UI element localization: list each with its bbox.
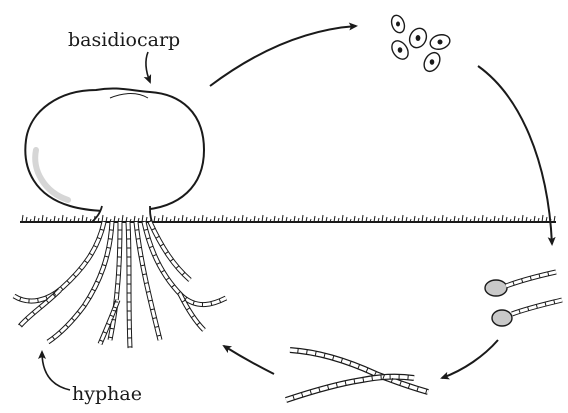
hypha-septum bbox=[108, 239, 112, 240]
hypha-septum bbox=[136, 239, 140, 240]
hypha-septum bbox=[135, 230, 139, 231]
hypha-septum bbox=[113, 310, 117, 311]
spores-cluster bbox=[389, 13, 452, 74]
cycle-arrow-germination-to-hyphae bbox=[442, 340, 498, 378]
hypha-septum bbox=[114, 302, 118, 303]
cycle-arrow-hyphae-to-mycelium bbox=[224, 346, 274, 374]
hypha-septum bbox=[307, 350, 308, 354]
basidiocarp-fruiting-body bbox=[25, 88, 204, 222]
mycelium-hyphae bbox=[14, 222, 226, 348]
fusing-hyphae bbox=[286, 349, 428, 400]
hyphae-label: hyphae bbox=[72, 383, 142, 405]
basidiocarp-label: basidiocarp bbox=[68, 29, 180, 51]
hypha-septum bbox=[111, 319, 115, 320]
cycle-arrow-basidiocarp-to-spores bbox=[210, 26, 356, 86]
germinating-spore bbox=[485, 280, 507, 296]
hyphae-pointer-arrow bbox=[42, 352, 70, 390]
basidiocarp-pointer-arrow bbox=[146, 52, 150, 82]
germinating-spores bbox=[485, 272, 562, 326]
germinating-spore bbox=[492, 310, 512, 326]
hypha-septum bbox=[137, 247, 141, 248]
hypha-septum bbox=[372, 376, 373, 380]
